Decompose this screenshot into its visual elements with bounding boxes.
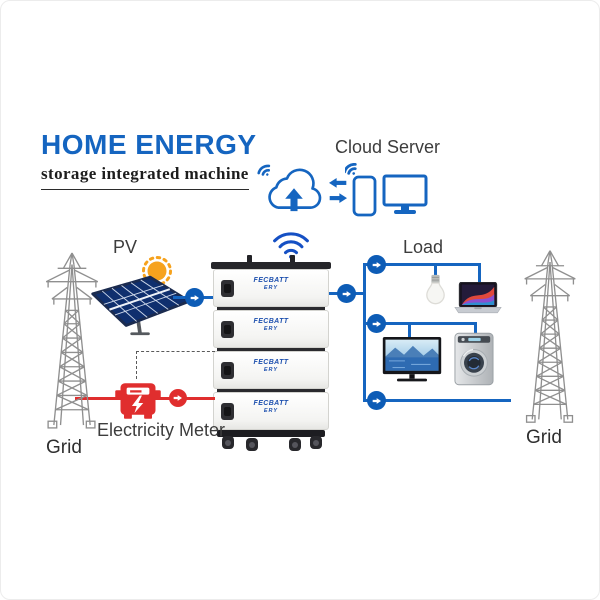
battery-caster-wheel [246, 438, 258, 451]
battery-module-gap [217, 307, 325, 310]
battery-caster-wheel [222, 436, 234, 449]
washer-drop-line [474, 322, 477, 333]
pv-label: PV [113, 237, 138, 257]
tv-icon [382, 337, 442, 382]
battery-base [217, 430, 325, 437]
battery-caster-wheel [289, 438, 301, 451]
meter-dashed-line-horizontal [136, 351, 215, 353]
pv-arrow-node-icon [185, 288, 204, 307]
battery-module-gap [217, 348, 325, 351]
grid-right-label: Grid [526, 427, 562, 448]
battery-top-post [290, 255, 295, 263]
battery-handle [221, 362, 234, 379]
monitor-icon [382, 174, 428, 214]
laptop-icon [454, 282, 502, 314]
washing-machine-icon [454, 332, 494, 386]
transmission-tower-left-icon [45, 252, 99, 429]
battery-top-post [247, 255, 252, 263]
page-title: HOME ENERGY [41, 129, 257, 160]
battery-caster-wheel [310, 436, 322, 449]
smartphone-icon [345, 163, 377, 217]
bulb-drop-line [434, 263, 437, 276]
battery-handle [221, 321, 234, 338]
battery-handle [221, 280, 234, 297]
light-bulb-icon [426, 274, 445, 305]
laptop-drop-line [478, 263, 481, 283]
page-subtitle: storage integrated machine [41, 164, 249, 190]
electricity-meter-label: Electricity Meter [97, 420, 226, 440]
meter-arrow-node-icon [169, 389, 187, 407]
battery-brand-logo: FECBATT ERY [253, 359, 289, 373]
grid-left-label: Grid [46, 437, 82, 458]
exchange-arrows-icon [329, 178, 347, 203]
battery-brand-logo: FECBATT ERY [253, 277, 289, 291]
cloud-server-label: Cloud Server [335, 137, 441, 157]
grid-out-arrow-node-icon [367, 391, 386, 410]
battery-brand-logo: FECBATT ERY [253, 400, 289, 414]
battery-top-cap [211, 262, 331, 269]
cloud-upload-icon [257, 164, 322, 212]
battery-brand-logo: FECBATT ERY [253, 318, 289, 332]
battery-out-arrow-node-icon [337, 284, 356, 303]
battery-module-4: FECBATT ERY [213, 392, 329, 430]
battery-handle [221, 403, 234, 420]
battery-module-3: FECBATT ERY [213, 351, 329, 389]
load1-arrow-node-icon [367, 255, 386, 274]
battery-module-2: FECBATT ERY [213, 310, 329, 348]
battery-to-grid-line [363, 399, 511, 402]
load-label: Load [403, 237, 444, 257]
transmission-tower-right-icon [524, 250, 576, 423]
load-line-2 [363, 322, 477, 325]
electricity-meter-icon [115, 383, 161, 419]
solar-panel-icon [91, 275, 191, 336]
load2-arrow-node-icon [367, 314, 386, 333]
load-line-1 [363, 263, 481, 266]
tv-drop-line [408, 322, 411, 338]
battery-module-1: FECBATT ERY [213, 269, 329, 307]
battery-module-gap [217, 389, 325, 392]
load-bus-line [363, 263, 366, 402]
meter-dashed-line-vertical [136, 351, 138, 379]
